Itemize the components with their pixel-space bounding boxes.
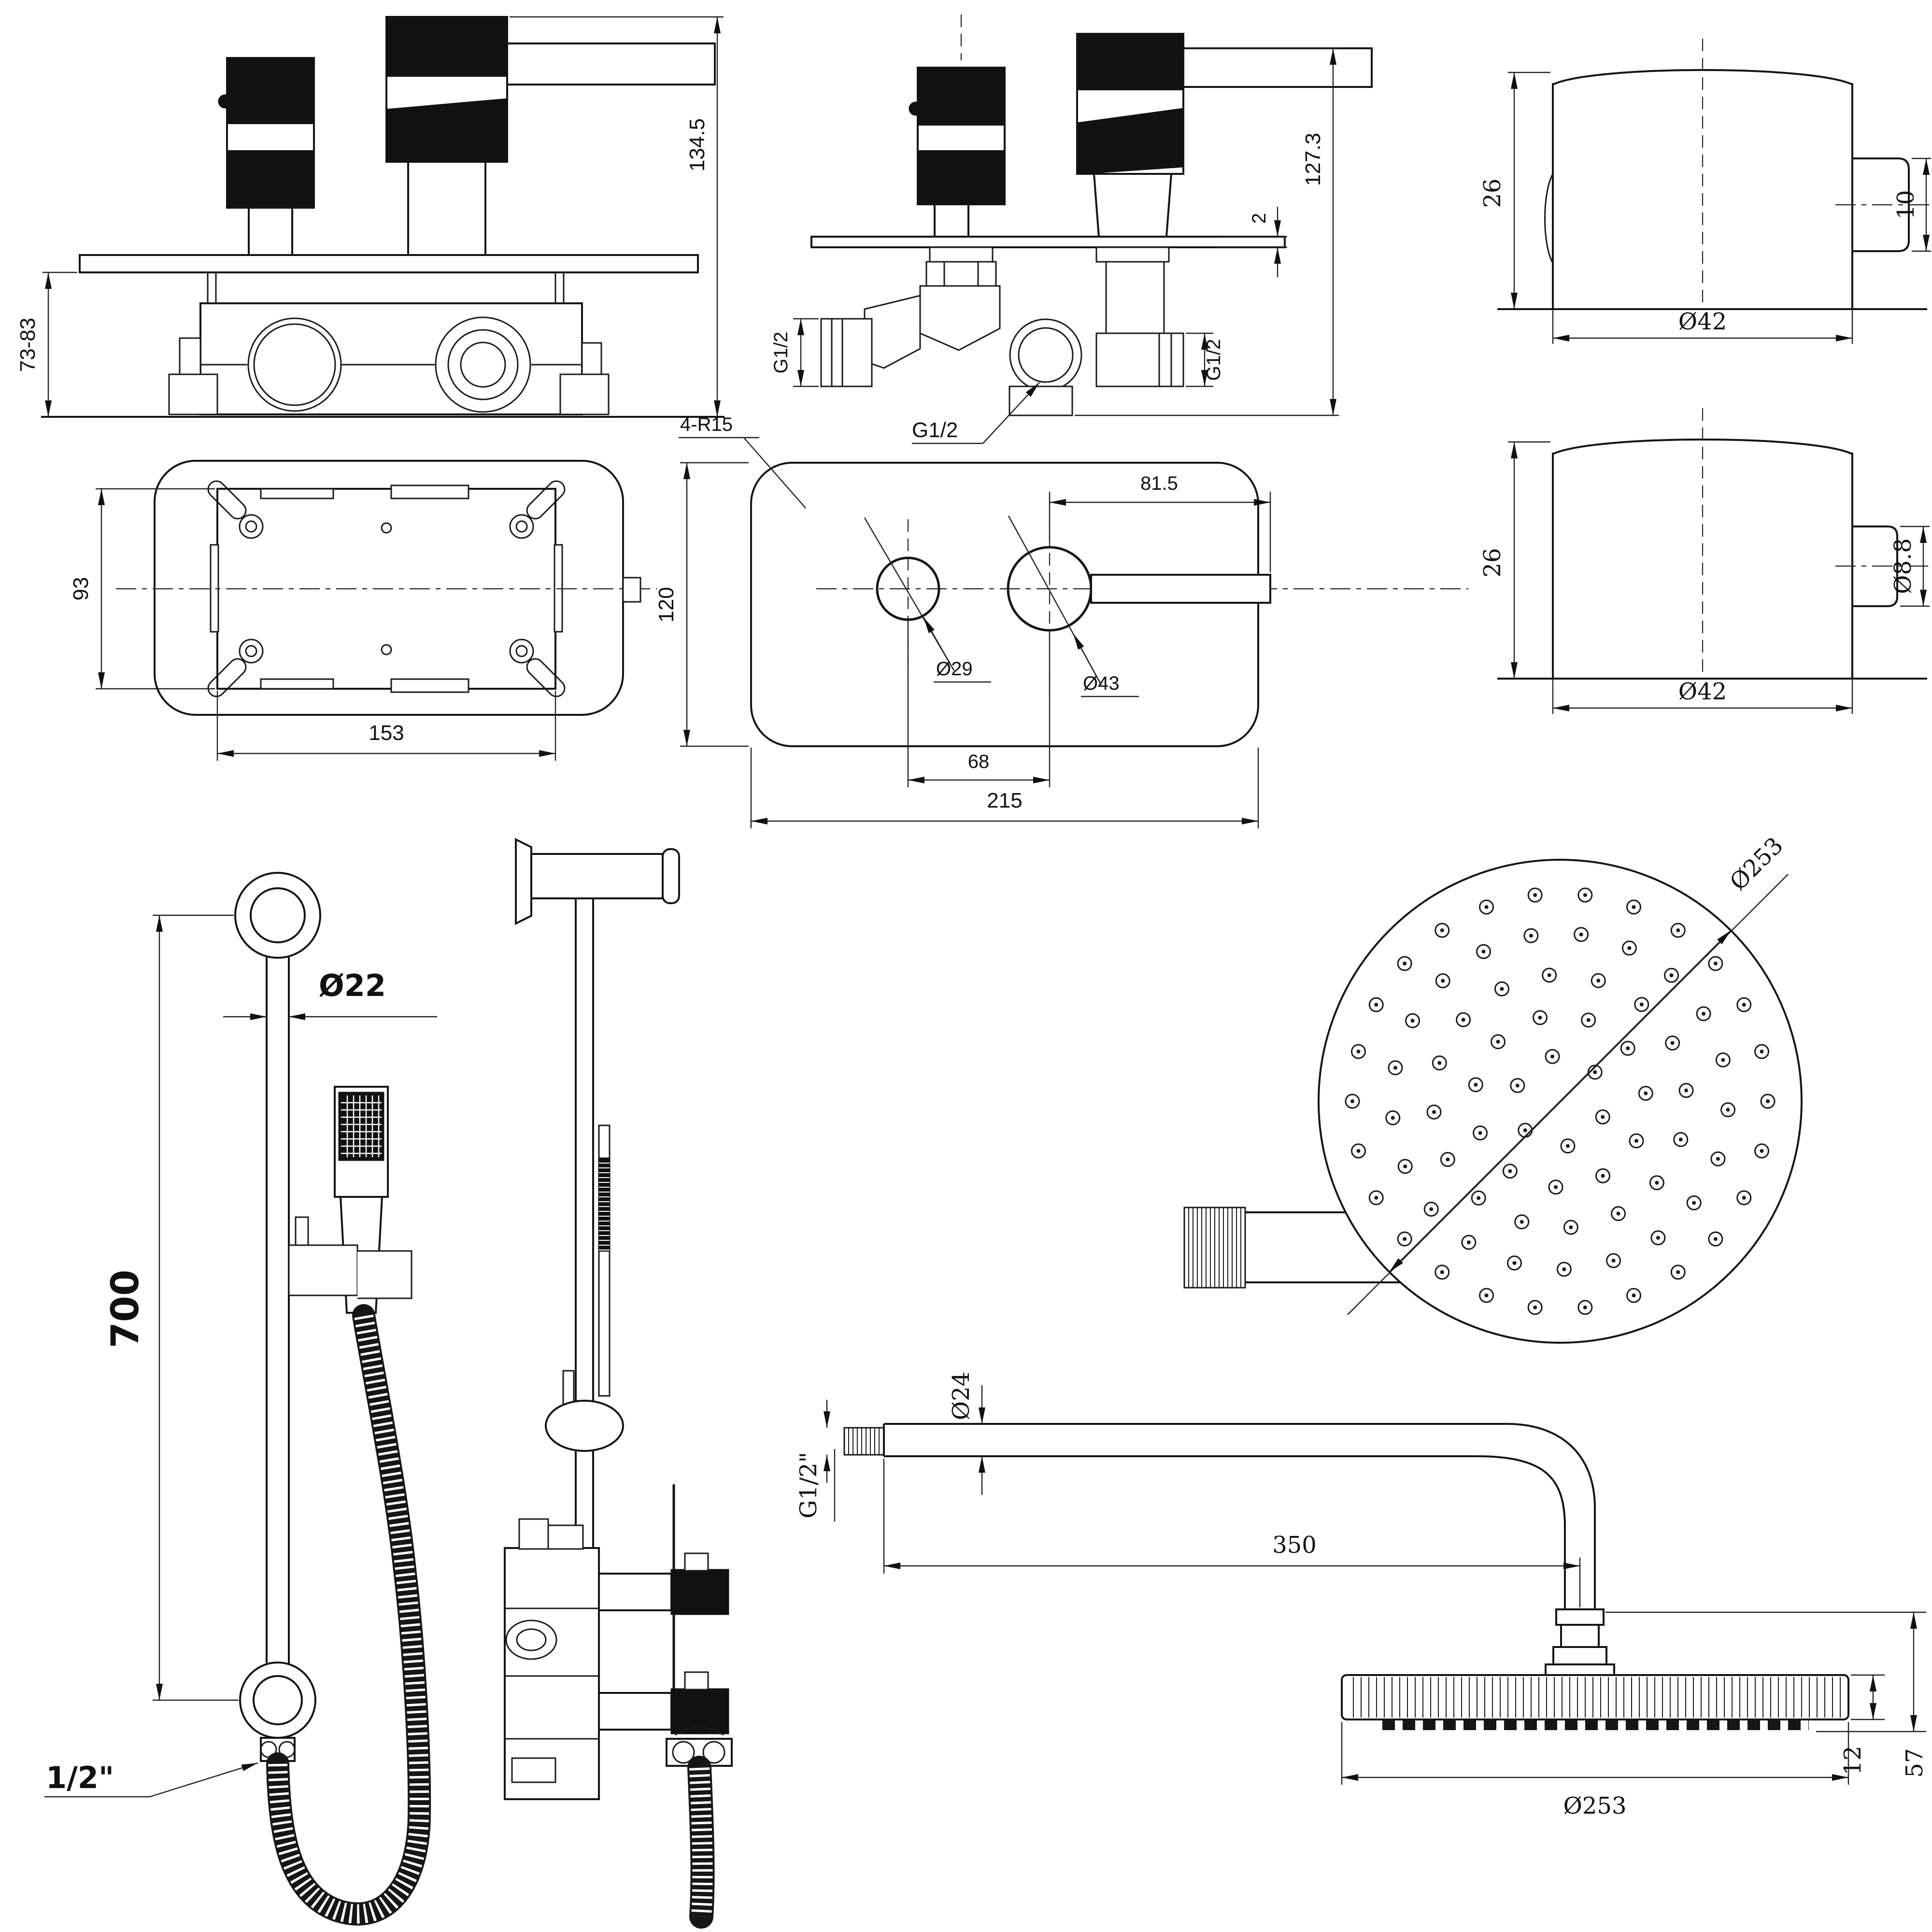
lever-handle [506, 43, 716, 85]
handset-spray-face [338, 1092, 384, 1161]
dim-hole-centres: 68 [968, 751, 990, 772]
knob-button [218, 94, 232, 109]
dim-spout-diameter: Ø8.8 [1889, 538, 1917, 594]
dim-handle-offset: 81.5 [1140, 473, 1178, 494]
knob-spout-2 [1852, 526, 1898, 607]
dim-head-drop: 57 [1901, 1748, 1928, 1777]
dim-hole-large: Ø43 [1083, 673, 1120, 694]
slider-side [545, 1400, 624, 1452]
dim-side-height: 127.3 [1301, 133, 1325, 186]
dim-head-diameter-top: Ø253 [1725, 832, 1789, 896]
valve-front-view: 134.5 73-83 [16, 16, 724, 418]
dim-spout-length: 10 [1892, 190, 1919, 219]
inlet-port-left [820, 318, 873, 387]
slide-rail-side-view-with-valve [504, 838, 733, 1929]
hose-elbow-ring [239, 1662, 316, 1739]
dim-hose-thread: 1/2" [46, 1760, 114, 1795]
dim-knob-diameter-2: Ø42 [1678, 678, 1727, 705]
dim-arm-diameter: Ø24 [948, 1372, 975, 1420]
dim-plate-height: 120 [654, 587, 678, 622]
arm-wall-thread [843, 1427, 885, 1456]
rail-top-bracket [234, 872, 321, 959]
control-knob-side-view: 26 10 Ø42 [1479, 39, 1931, 344]
concealed-valve-side [504, 1547, 600, 1800]
slide-rail-front-view: Ø22 700 1/2" [44, 872, 437, 1926]
dim-port-left: G1/2 [770, 332, 792, 374]
dim-hole-small: Ø29 [936, 658, 973, 680]
dim-port-right: G1/2 [1203, 339, 1224, 381]
outlet-port-center [1009, 318, 1082, 392]
concealed-body-back-view: 93 153 [69, 460, 657, 761]
faceplate-edge [79, 254, 699, 273]
dim-rail-diameter: Ø22 [319, 968, 386, 1003]
dim-wall-thread: G1/2" [795, 1452, 822, 1519]
dim-overall-height: 134.5 [685, 118, 709, 171]
shower-arm-and-head-side-view: Ø24 G1/2" 350 57 12 Ø253 [795, 1372, 1928, 1819]
lever-handle-side [1182, 47, 1373, 88]
valve-side-view: G1/2 G1/2 G1/2 2 127.3 [770, 14, 1373, 444]
control-knob-side-view-2: 26 Ø8.8 Ø42 [1479, 408, 1930, 714]
dim-bracket-width: 153 [369, 721, 404, 745]
dim-corner-radius: 4-R15 [680, 414, 733, 435]
dim-plate-width: 215 [987, 789, 1022, 812]
dim-recess-depth: 73-83 [16, 318, 40, 372]
shower-hose [266, 1304, 431, 1926]
valve-port-right [435, 316, 531, 413]
valve-port-left [247, 317, 342, 412]
dim-bracket-height: 93 [69, 577, 93, 601]
shower-arm [884, 1423, 1596, 1609]
dim-port-bottom: G1/2 [912, 418, 958, 442]
dim-knob-height-2: 26 [1479, 548, 1506, 577]
dim-plate-thickness: 2 [1249, 213, 1270, 224]
dim-knob-height: 26 [1479, 178, 1506, 208]
dim-knob-diameter: Ø42 [1678, 308, 1727, 335]
outlet-bottom [1009, 385, 1073, 416]
inlet-port-right [1095, 332, 1184, 387]
dim-head-diameter-side: Ø253 [1563, 1792, 1627, 1819]
faceplate-handle-bar [1090, 574, 1271, 604]
dim-rail-length: 700 [104, 1270, 147, 1349]
faceplate-front-view: 4-R15 81.5 Ø29 Ø43 120 68 215 [654, 414, 1468, 828]
rail-slider [288, 1244, 358, 1296]
dim-head-edge-thickness: 12 [1839, 1746, 1866, 1775]
shower-head-top-view: Ø253 [1183, 832, 1803, 1344]
head-disc-side [1341, 1674, 1849, 1720]
dim-arm-length: 350 [1272, 1532, 1317, 1559]
